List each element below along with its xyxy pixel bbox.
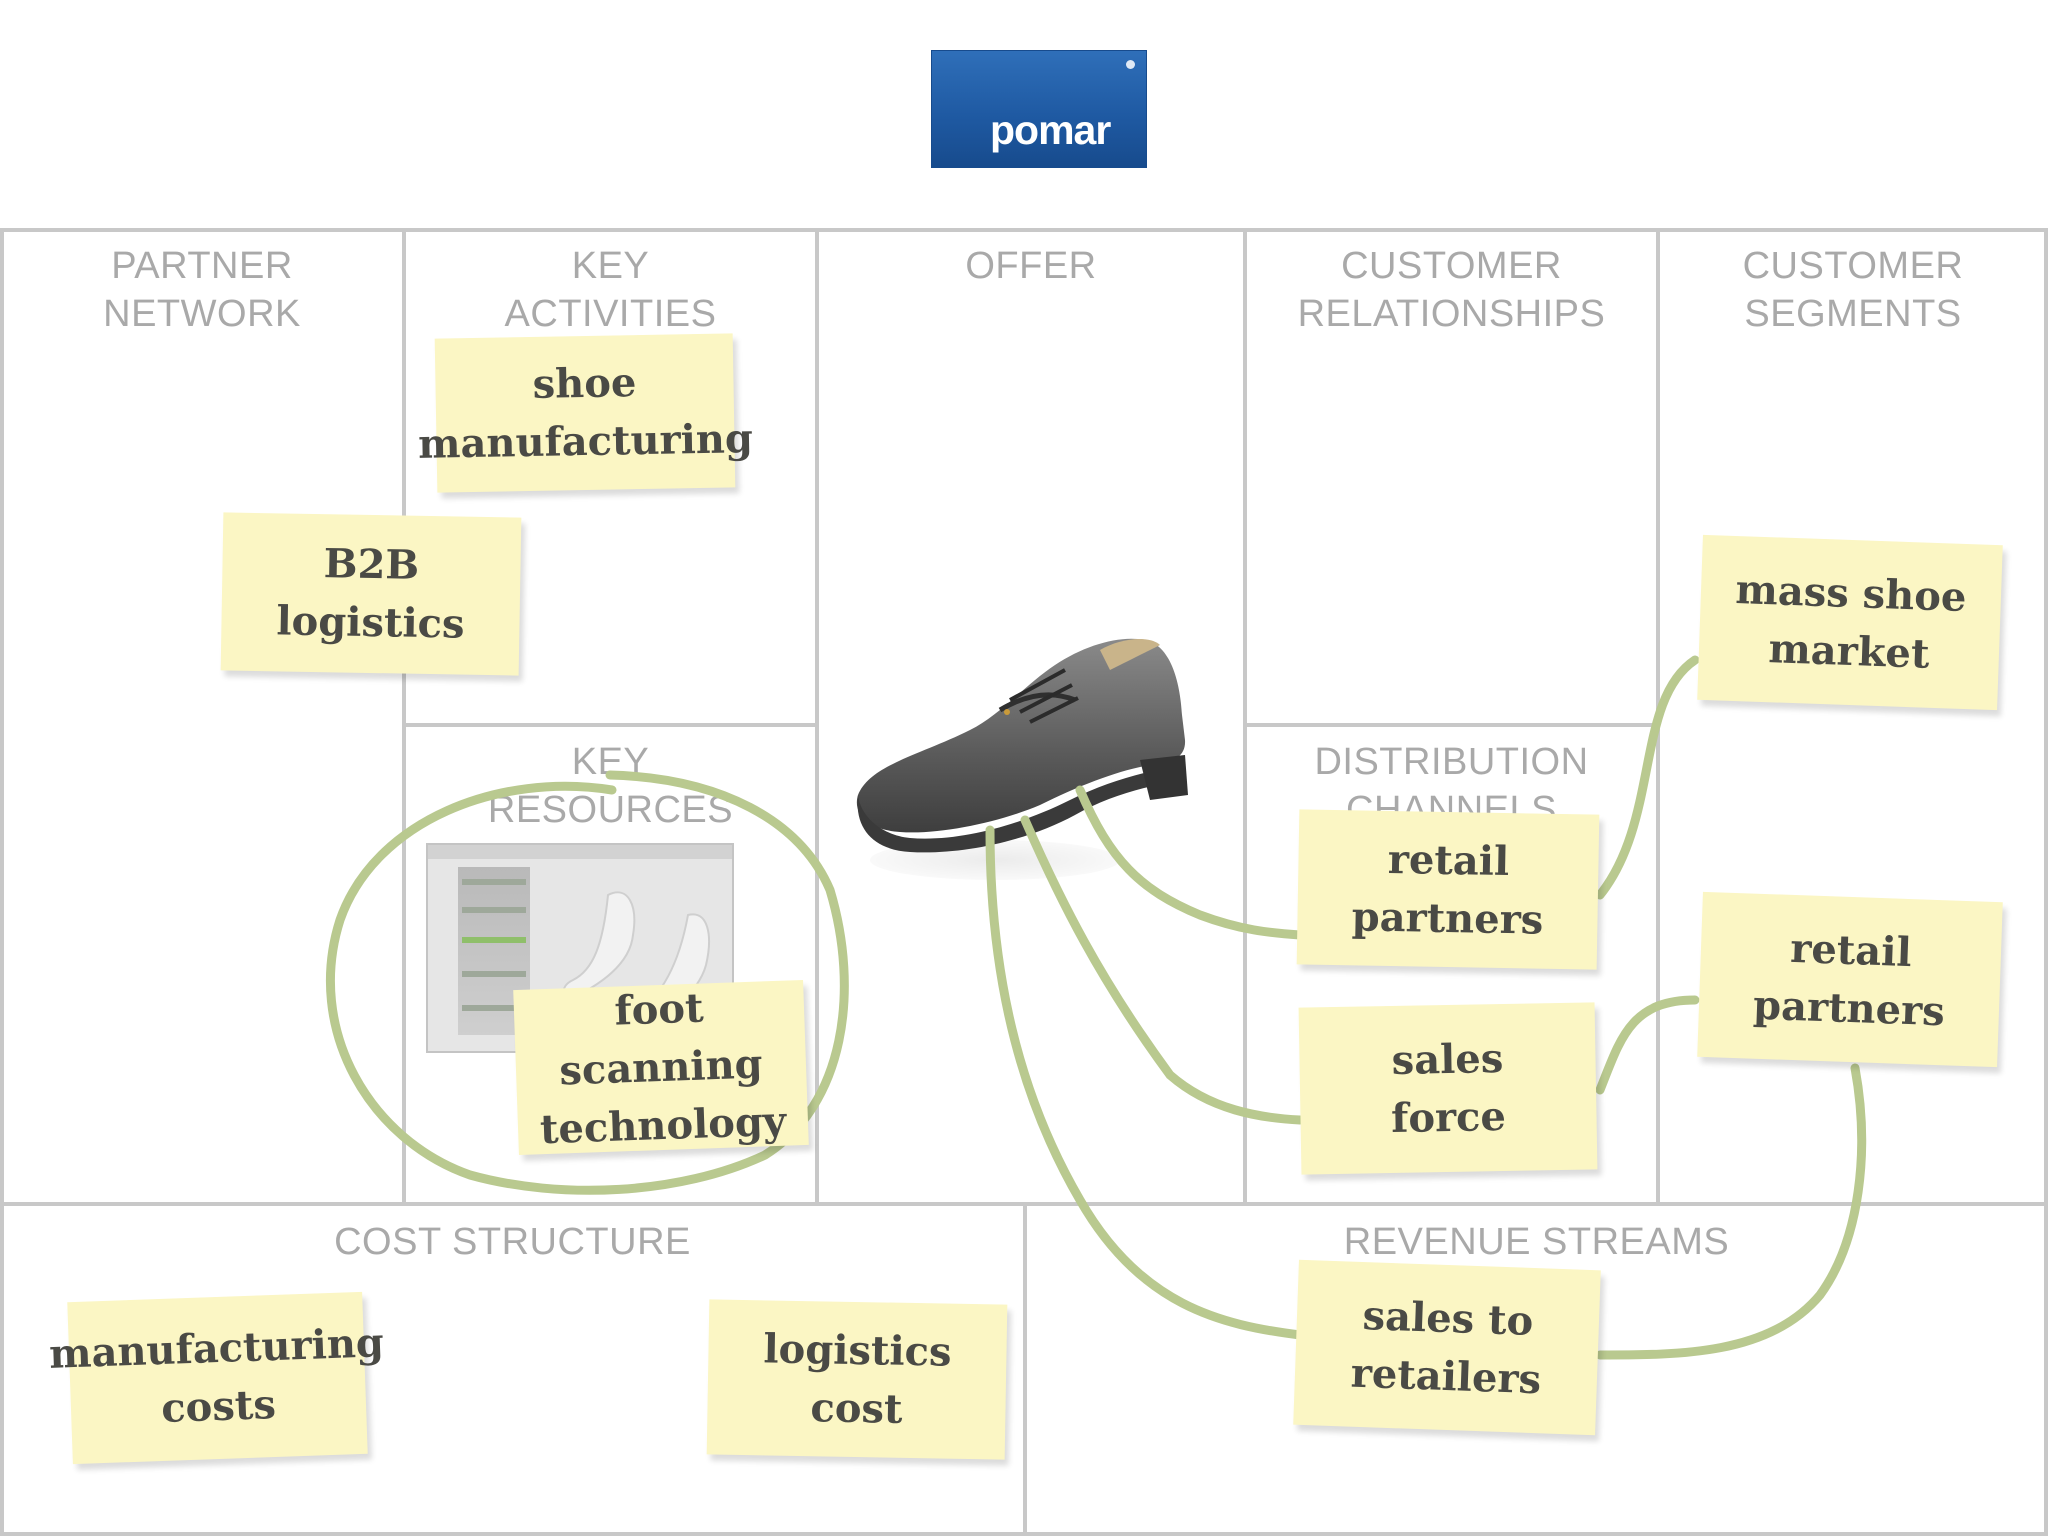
sticky-note-logistics-cost: logistics cost	[706, 1299, 1008, 1460]
customer-relationships-title: CUSTOMER RELATIONSHIPS	[1297, 245, 1606, 335]
sticky-note-manufacturing-costs: manufacturing costs	[48, 1291, 385, 1465]
sticky-note-foot-scanning: foot scanning technology	[513, 979, 809, 1156]
key-resources-circle	[326, 770, 849, 1195]
offer-title: OFFER	[965, 245, 1097, 287]
sticky-note-shoe-manufacturing: shoe manufacturing	[418, 333, 753, 493]
connector-retail-segment-to-sales-to-retailers	[1595, 1063, 1867, 1360]
sticky-note-mass-shoe-market: mass shoe market	[1697, 534, 2003, 711]
cost-structure-title: COST STRUCTURE	[334, 1221, 691, 1263]
connector-offer-to-sales-to-retailers	[985, 825, 1305, 1340]
logo-text: pomar	[990, 107, 1111, 153]
connector-offer-to-sales-force	[1020, 815, 1305, 1125]
registered-mark-icon	[1126, 60, 1135, 69]
sticky-note-b2b-logistics: B2B logistics	[220, 512, 522, 676]
customer-segments-title: CUSTOMER SEGMENTS	[1742, 245, 1964, 335]
connector-sales-force-to-retail-segment	[1595, 995, 1700, 1095]
revenue-streams-title: REVENUE STREAMS	[1343, 1221, 1730, 1263]
shoe-icon	[856, 638, 1188, 853]
key-activities-title: KEY ACTIVITIES	[504, 245, 717, 335]
connector-offer-to-retail-partners	[1075, 785, 1305, 940]
partner-network-title: PARTNER NETWORK	[103, 245, 301, 335]
sticky-note-sales-to-retailers: sales to retailers	[1293, 1259, 1601, 1436]
sticky-note-retail-partners-channel: retail partners	[1296, 809, 1600, 970]
connector-retail-partners-to-mass-market	[1595, 655, 1700, 900]
sticky-note-retail-partners-segment: retail partners	[1697, 891, 2003, 1068]
sticky-note-sales-force: sales force	[1298, 1002, 1598, 1175]
pomar-logo: pomar	[931, 50, 1147, 168]
